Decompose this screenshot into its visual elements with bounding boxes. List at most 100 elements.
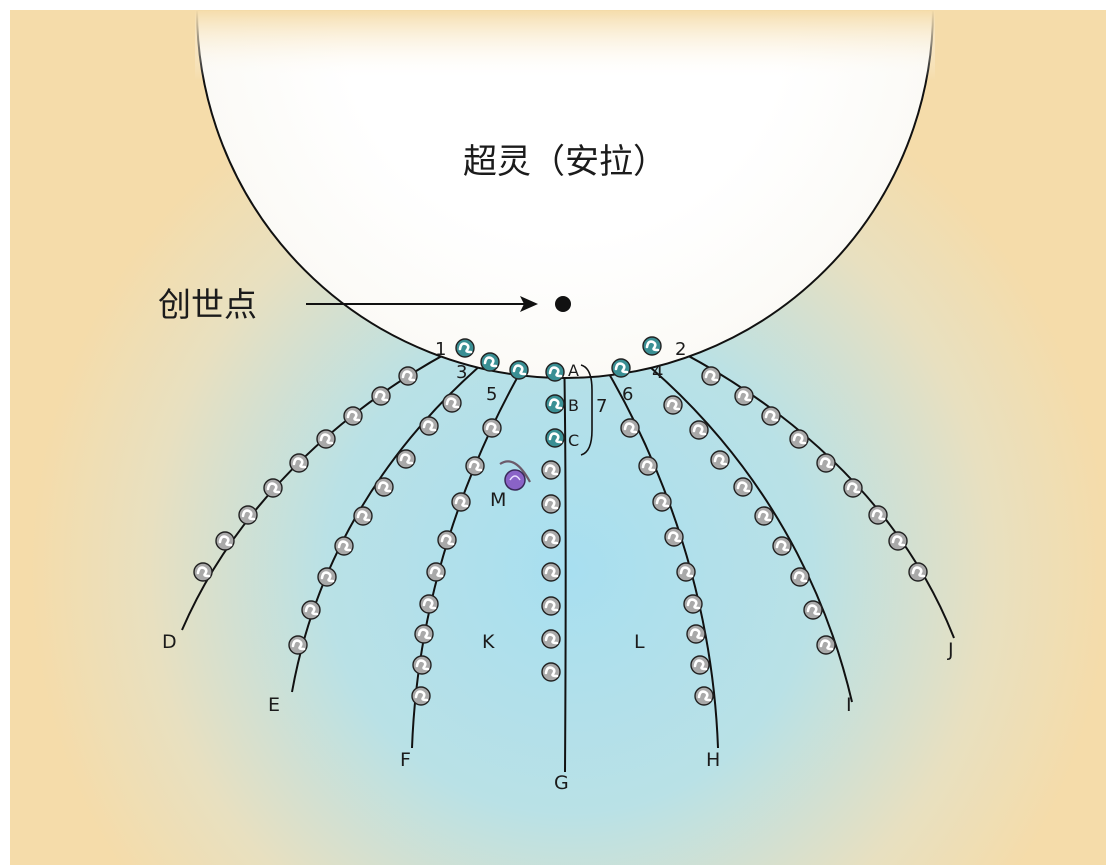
soul-bead-h-8: [686, 624, 706, 644]
soul-bead-j-2: [734, 386, 754, 406]
soul-bead-i-2: [663, 395, 683, 415]
diagram-panel: 超灵（安拉） 创世点 D E F G H I J 1 3 5 6 4 2 A B…: [10, 10, 1106, 865]
strand-label-j: J: [947, 639, 954, 661]
soul-bead-j-3: [761, 406, 781, 426]
soul-bead-d-9: [215, 531, 235, 551]
soul-bead-e-3: [419, 416, 439, 436]
soul-bead-j-4: [789, 429, 809, 449]
focus-soul-m: [504, 469, 526, 491]
abc-bracket: [580, 364, 593, 456]
soul-bead-h-6: [676, 562, 696, 582]
focus-soul-swirl: [509, 475, 521, 481]
soul-bead-h-4: [652, 492, 672, 512]
strand-label-d: D: [162, 631, 177, 653]
strand-label-g: G: [554, 772, 569, 794]
focus-soul-arc: [499, 460, 531, 483]
soul-bead-e-4: [396, 449, 416, 469]
soul-bead-j-9: [908, 562, 928, 582]
soul-bead-d-7: [263, 478, 283, 498]
soul-bead-j-1: [701, 366, 721, 386]
soul-bead-j-6: [843, 478, 863, 498]
creation-point-arrowhead: [520, 296, 538, 312]
creation-point-label: 创世点: [158, 286, 257, 323]
soul-beads: [193, 336, 928, 706]
origin-soul-f-1: [509, 360, 529, 380]
soul-bead-h-5: [664, 527, 684, 547]
soul-bead-e-6: [353, 506, 373, 526]
soul-bead-d-6: [289, 453, 309, 473]
origin-soul-i-1: [642, 336, 662, 356]
origin-soul-h-1: [611, 358, 631, 378]
soul-bead-f-3: [465, 456, 485, 476]
soul-bead-e-5: [374, 477, 394, 497]
soul-bead-i-8: [790, 567, 810, 587]
soul-lineage-diagram: 超灵（安拉） 创世点 D E F G H I J 1 3 5 6 4 2 A B…: [10, 10, 1106, 865]
origin-soul-d-1: [455, 338, 475, 358]
strand-label-e: E: [268, 694, 280, 716]
oversoul-top-fade: [195, 10, 935, 80]
soul-bead-e-9: [301, 600, 321, 620]
soul-bead-e-7: [334, 536, 354, 556]
soul-bead-i-10: [816, 635, 836, 655]
soul-bead-f-4: [451, 492, 471, 512]
soul-bead-g-10: [541, 662, 561, 682]
strand-label-h: H: [706, 749, 720, 771]
soul-label-c: C: [568, 431, 579, 450]
soul-bead-g-9: [541, 629, 561, 649]
soul-bead-g-8: [541, 596, 561, 616]
soul-bead-d-3: [371, 386, 391, 406]
soul-bead-f-5: [437, 530, 457, 550]
strand-marker-5: 5: [486, 384, 497, 405]
origin-soul-g-2: [545, 394, 565, 414]
soul-label-b: B: [568, 396, 579, 415]
region-label-k: K: [482, 631, 495, 653]
oversoul-label: 超灵（安拉）: [463, 143, 667, 181]
soul-bead-d-8: [238, 505, 258, 525]
soul-bead-e-8: [317, 567, 337, 587]
region-label-m: M: [490, 489, 506, 511]
soul-bead-d-10: [193, 562, 213, 582]
soul-bead-d-2: [398, 366, 418, 386]
origin-soul-e-1: [480, 352, 500, 372]
soul-bead-h-2: [620, 418, 640, 438]
abc-bracket-label: 7: [596, 396, 607, 417]
region-label-l: L: [634, 631, 645, 653]
origin-soul-g-1: [545, 362, 565, 382]
strand-marker-2: 2: [675, 339, 686, 360]
strand-marker-3: 3: [456, 362, 467, 383]
soul-bead-e-2: [442, 393, 462, 413]
soul-bead-h-9: [690, 655, 710, 675]
oversoul-sphere: [195, 10, 935, 379]
origin-soul-g-3: [545, 428, 565, 448]
soul-bead-i-6: [754, 506, 774, 526]
soul-bead-g-6: [541, 529, 561, 549]
soul-bead-j-8: [888, 531, 908, 551]
soul-bead-i-3: [689, 420, 709, 440]
soul-label-a: A: [568, 361, 579, 380]
strand-label-i: I: [846, 694, 852, 716]
soul-bead-g-5: [541, 494, 561, 514]
strand-marker-6: 6: [622, 384, 633, 405]
soul-bead-e-10: [288, 635, 308, 655]
soul-bead-f-9: [412, 655, 432, 675]
strand-label-f: F: [400, 749, 411, 771]
soul-bead-i-7: [772, 536, 792, 556]
soul-bead-g-7: [541, 562, 561, 582]
soul-bead-i-4: [710, 450, 730, 470]
soul-bead-i-9: [803, 600, 823, 620]
soul-bead-f-6: [426, 562, 446, 582]
soul-bead-f-10: [411, 686, 431, 706]
strand-marker-1: 1: [435, 339, 446, 360]
soul-bead-f-7: [419, 594, 439, 614]
soul-bead-h-10: [694, 686, 714, 706]
soul-bead-f-2: [482, 418, 502, 438]
soul-bead-i-5: [733, 477, 753, 497]
soul-bead-d-4: [343, 406, 363, 426]
creation-point-dot: [555, 296, 571, 312]
soul-bead-j-7: [868, 505, 888, 525]
soul-bead-d-5: [316, 429, 336, 449]
soul-bead-h-3: [638, 456, 658, 476]
soul-bead-j-5: [816, 453, 836, 473]
strand-marker-4: 4: [652, 362, 663, 383]
soul-bead-g-4: [541, 460, 561, 480]
